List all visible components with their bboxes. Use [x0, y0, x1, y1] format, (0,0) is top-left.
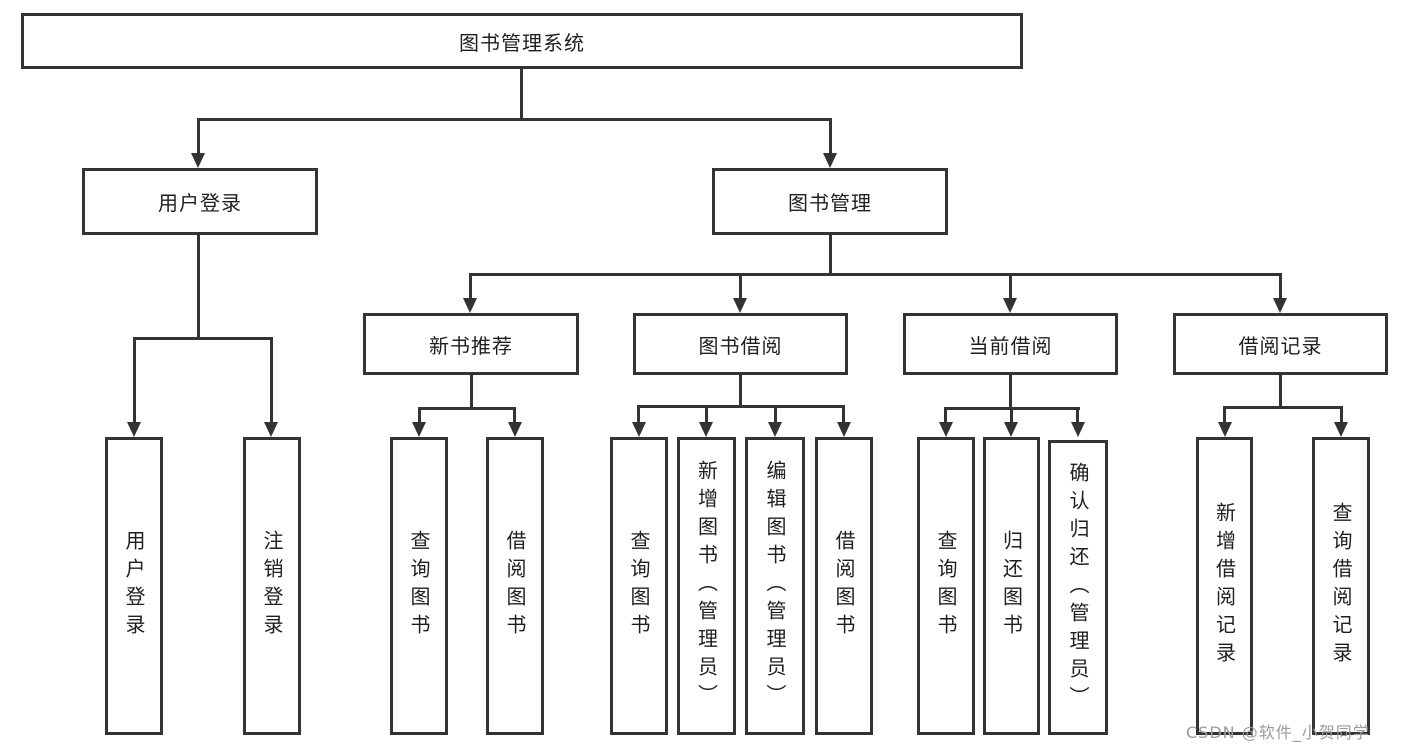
connector-to-book-management [829, 118, 832, 155]
arrowhead-down-icon [837, 422, 851, 437]
leaf-rec-borrow-books: 借阅图书 [486, 437, 544, 735]
arrowhead-down-icon [632, 422, 646, 437]
node-new-book-recommendation: 新书推荐 [363, 313, 579, 375]
node-borrowing-records: 借阅记录 [1173, 313, 1388, 375]
connector-leaf-stub [1076, 407, 1079, 422]
connector-level2-rail [197, 118, 832, 121]
connector-leaf-stub [513, 407, 516, 422]
node-label: 用户登录 [158, 191, 242, 215]
connector-leaf-stub [705, 405, 708, 422]
leaf-br-query-record: 查询借阅记录 [1312, 437, 1370, 735]
node-label: 借阅图书 [503, 530, 527, 642]
connector-to-new-book-rec [469, 273, 472, 298]
node-label: 新增图书（管理员） [694, 460, 719, 712]
node-label: 当前借阅 [968, 333, 1053, 358]
leaf-br-add-record: 新增借阅记录 [1196, 437, 1253, 735]
connector-to-current-borrow [1009, 273, 1012, 298]
arrowhead-down-icon [1003, 298, 1017, 313]
leaf-user-login: 用户登录 [105, 437, 163, 735]
arrowhead-down-icon [264, 422, 278, 437]
arrowhead-down-icon [1004, 422, 1018, 437]
leaf-cb-confirm-return-admin: 确认归还（管理员） [1048, 440, 1108, 735]
node-label: 借阅图书 [832, 530, 856, 642]
node-label: 图书管理系统 [459, 30, 585, 55]
node-library-management-system: 图书管理系统 [21, 13, 1023, 69]
connector-level3-rail [469, 273, 1282, 276]
node-label: 查询图书 [407, 530, 431, 642]
arrowhead-down-icon [939, 422, 953, 437]
leaf-cb-return-books: 归还图书 [983, 437, 1040, 735]
node-label: 新增借阅记录 [1212, 502, 1237, 670]
connector-leaf-stub [1223, 406, 1226, 422]
node-label: 查询图书 [934, 530, 958, 642]
node-label: 图书管理 [788, 191, 872, 215]
connector-user-login-stub [197, 235, 200, 337]
arrowhead-down-icon [1218, 422, 1232, 437]
node-label: 图书借阅 [698, 333, 783, 358]
node-label: 新书推荐 [429, 333, 513, 358]
connector-borrow-records-stub [1279, 375, 1282, 406]
node-label: 归还图书 [999, 530, 1024, 642]
connector-leaf-stub [774, 405, 777, 422]
node-label: 查询借阅记录 [1329, 502, 1353, 670]
connector-to-borrow-records [1279, 273, 1282, 298]
arrowhead-down-icon [699, 422, 713, 437]
csdn-watermark: CSDN @软件_小贺同学 [1186, 723, 1370, 742]
connector-new-book-rec-stub [470, 375, 473, 407]
connector-book-borrow-rail [637, 405, 845, 408]
arrowhead-down-icon [1071, 422, 1085, 437]
leaf-logout: 注销登录 [243, 437, 301, 735]
node-book-borrowing: 图书借阅 [633, 313, 848, 375]
node-label: 确认归还（管理员） [1066, 461, 1090, 714]
connector-book-borrow-stub [739, 375, 742, 405]
node-book-management: 图书管理 [712, 168, 948, 235]
connector-leaf-stub [1010, 407, 1013, 422]
arrowhead-down-icon [191, 153, 205, 168]
node-label: 查询图书 [627, 530, 651, 642]
connector-root-stub [520, 69, 523, 118]
leaf-cb-query-books: 查询图书 [917, 437, 975, 735]
node-label: 用户登录 [122, 530, 146, 642]
leaf-bb-edit-books-admin: 编辑图书（管理员） [745, 437, 805, 735]
connector-to-book-borrow [739, 273, 742, 298]
arrowhead-down-icon [1273, 298, 1287, 313]
arrowhead-down-icon [463, 298, 477, 313]
arrowhead-down-icon [412, 422, 426, 437]
leaf-bb-query-books: 查询图书 [610, 437, 668, 735]
connector-leaf-stub [944, 407, 947, 422]
connector-leaf-stub [1340, 406, 1343, 422]
connector-book-mgmt-stub [829, 235, 832, 273]
arrowhead-down-icon [768, 422, 782, 437]
leaf-bb-borrow-books: 借阅图书 [815, 437, 873, 735]
connector-new-book-rec-rail [418, 407, 516, 410]
connector-leaf-stub [637, 405, 640, 422]
connector-leaf-stub [842, 405, 845, 422]
connector-current-borrow-stub [1009, 375, 1012, 407]
connector-borrow-records-rail [1223, 406, 1343, 409]
connector-to-logout-leaf [270, 337, 273, 422]
connector-to-user-login [197, 118, 200, 155]
arrowhead-down-icon [1334, 422, 1348, 437]
node-label: 编辑图书（管理员） [763, 460, 787, 712]
arrowhead-down-icon [823, 153, 837, 168]
leaf-bb-add-books-admin: 新增图书（管理员） [677, 437, 736, 735]
node-user-login: 用户登录 [82, 168, 318, 235]
arrowhead-down-icon [508, 422, 522, 437]
arrowhead-down-icon [127, 422, 141, 437]
arrowhead-down-icon [733, 298, 747, 313]
leaf-rec-query-books: 查询图书 [390, 437, 448, 735]
connector-to-login-leaf [133, 337, 136, 422]
node-label: 借阅记录 [1238, 333, 1323, 358]
connector-leaf-stub [418, 407, 421, 422]
connector-user-login-rail [133, 337, 273, 340]
node-label: 注销登录 [260, 530, 284, 642]
node-current-borrowing: 当前借阅 [903, 313, 1118, 375]
